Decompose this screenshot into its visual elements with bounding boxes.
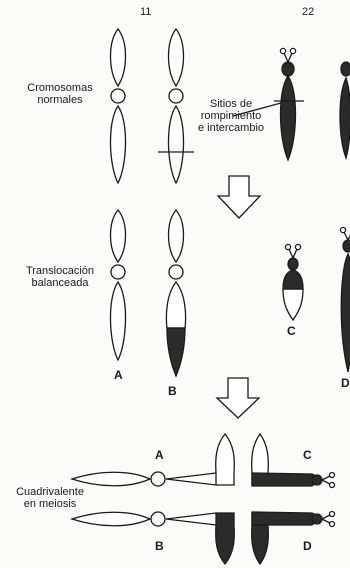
chromosome-11-normal-2 <box>168 29 183 183</box>
chromosome-a <box>110 210 125 360</box>
letter-b-quadrivalent: B <box>155 539 164 553</box>
letter-c: C <box>287 324 296 338</box>
letter-d: D <box>341 376 350 390</box>
down-arrow-2 <box>217 378 259 418</box>
label-normal-line-2: normales <box>14 94 106 106</box>
label-breakpoint-line-1: Sitios de <box>190 98 272 110</box>
chromosome-d <box>340 227 350 372</box>
letter-a-quadrivalent: A <box>155 448 164 462</box>
label-normal-line-1: Cromosomas <box>14 82 106 94</box>
chromosome-c <box>283 244 303 320</box>
chromosome-number-11: 11 <box>140 6 151 18</box>
letter-d-quadrivalent: D <box>303 539 312 553</box>
label-balanced-line-2: balanceada <box>14 277 106 289</box>
chromosome-b <box>166 210 185 376</box>
label-normal-chromosomes: Cromosomas normales <box>14 82 106 106</box>
chromosome-22-normal-1 <box>280 48 295 160</box>
label-breakpoint-line-3: e intercambio <box>190 122 272 134</box>
label-breakpoints: Sitios de rompimiento e intercambio <box>190 98 272 134</box>
chromosome-22-normal-2 <box>340 62 350 158</box>
label-quadrivalent: Cuadrivalente en meiosis <box>10 486 90 510</box>
label-balanced-translocation: Translocación balanceada <box>14 265 106 289</box>
down-arrow-1 <box>218 176 260 218</box>
quad-chromosome-d <box>252 512 335 565</box>
quad-chromosome-a <box>72 434 234 486</box>
letter-b: B <box>168 384 177 398</box>
chromosome-number-22: 22 <box>302 6 314 18</box>
label-breakpoint-line-2: rompimiento <box>190 110 272 122</box>
quad-chromosome-b <box>72 512 234 564</box>
letter-a: A <box>114 368 123 382</box>
label-quad-line-2: en meiosis <box>10 498 90 510</box>
letter-c-quadrivalent: C <box>303 448 312 462</box>
quad-chromosome-c <box>252 434 335 488</box>
label-quad-line-1: Cuadrivalente <box>10 486 90 498</box>
label-balanced-line-1: Translocación <box>14 265 106 277</box>
chromosome-11-normal-1 <box>110 29 125 183</box>
